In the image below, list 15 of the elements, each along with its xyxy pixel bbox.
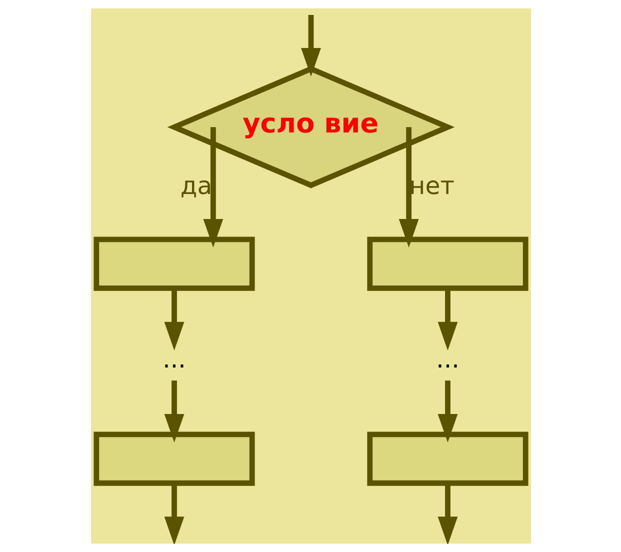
node-text: ...: [162, 344, 186, 374]
arrow: [300, 14, 320, 77]
node-box: [93, 236, 254, 291]
arrow: [437, 288, 458, 350]
arrow: [437, 380, 458, 443]
node-box: [366, 236, 528, 291]
arrow: [164, 288, 184, 350]
node-box: [366, 432, 528, 486]
node-box: [93, 432, 254, 486]
arrow: [398, 127, 418, 248]
arrow: [202, 127, 223, 248]
arrow: [437, 483, 458, 544]
node-text: ...: [436, 344, 459, 374]
arrow: [164, 380, 184, 443]
arrow: [164, 483, 184, 544]
